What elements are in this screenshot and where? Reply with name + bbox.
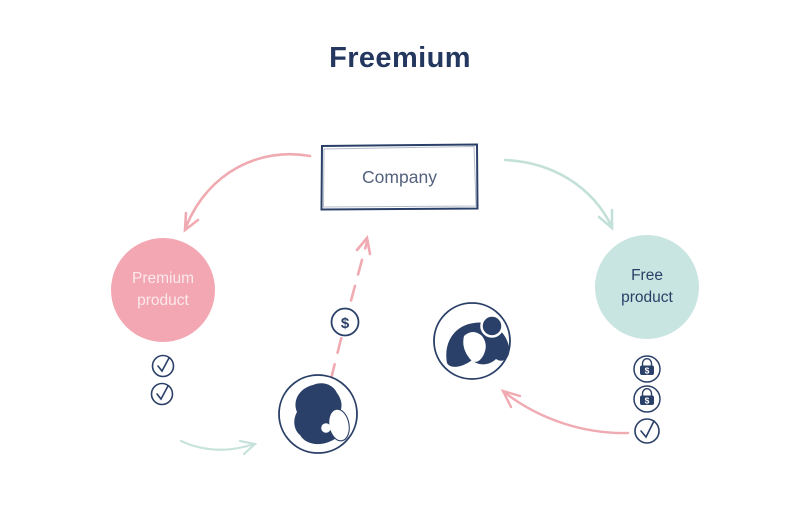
user-icon xyxy=(278,374,358,454)
check-icon xyxy=(150,382,174,406)
arrow-company-to-premium-icon xyxy=(183,152,312,233)
svg-text:$: $ xyxy=(645,396,650,406)
premium-product-label: Premium product xyxy=(131,270,194,309)
lock-dollar-icon: $ xyxy=(633,385,661,413)
company-label: Company xyxy=(362,166,437,187)
free-product-label: Free product xyxy=(621,267,673,306)
arrow-free-user-upgrade-icon xyxy=(500,389,630,435)
svg-text:$: $ xyxy=(645,366,650,376)
dollar-coin-icon: $ xyxy=(330,307,360,337)
premium-product-node: Premium product xyxy=(111,238,215,342)
arrow-company-to-free-icon xyxy=(503,158,614,231)
svg-text:$: $ xyxy=(341,315,350,332)
arrow-premium-to-user-icon xyxy=(179,439,258,456)
check-icon xyxy=(151,354,175,378)
page-title: Freemium xyxy=(329,42,471,74)
check-icon xyxy=(634,418,660,444)
lock-dollar-icon: $ xyxy=(633,355,661,383)
company-box xyxy=(320,143,479,211)
free-product-node: Free product xyxy=(595,235,699,339)
arrow-user-payment-to-company-icon xyxy=(329,235,372,381)
user-icon xyxy=(433,302,511,380)
